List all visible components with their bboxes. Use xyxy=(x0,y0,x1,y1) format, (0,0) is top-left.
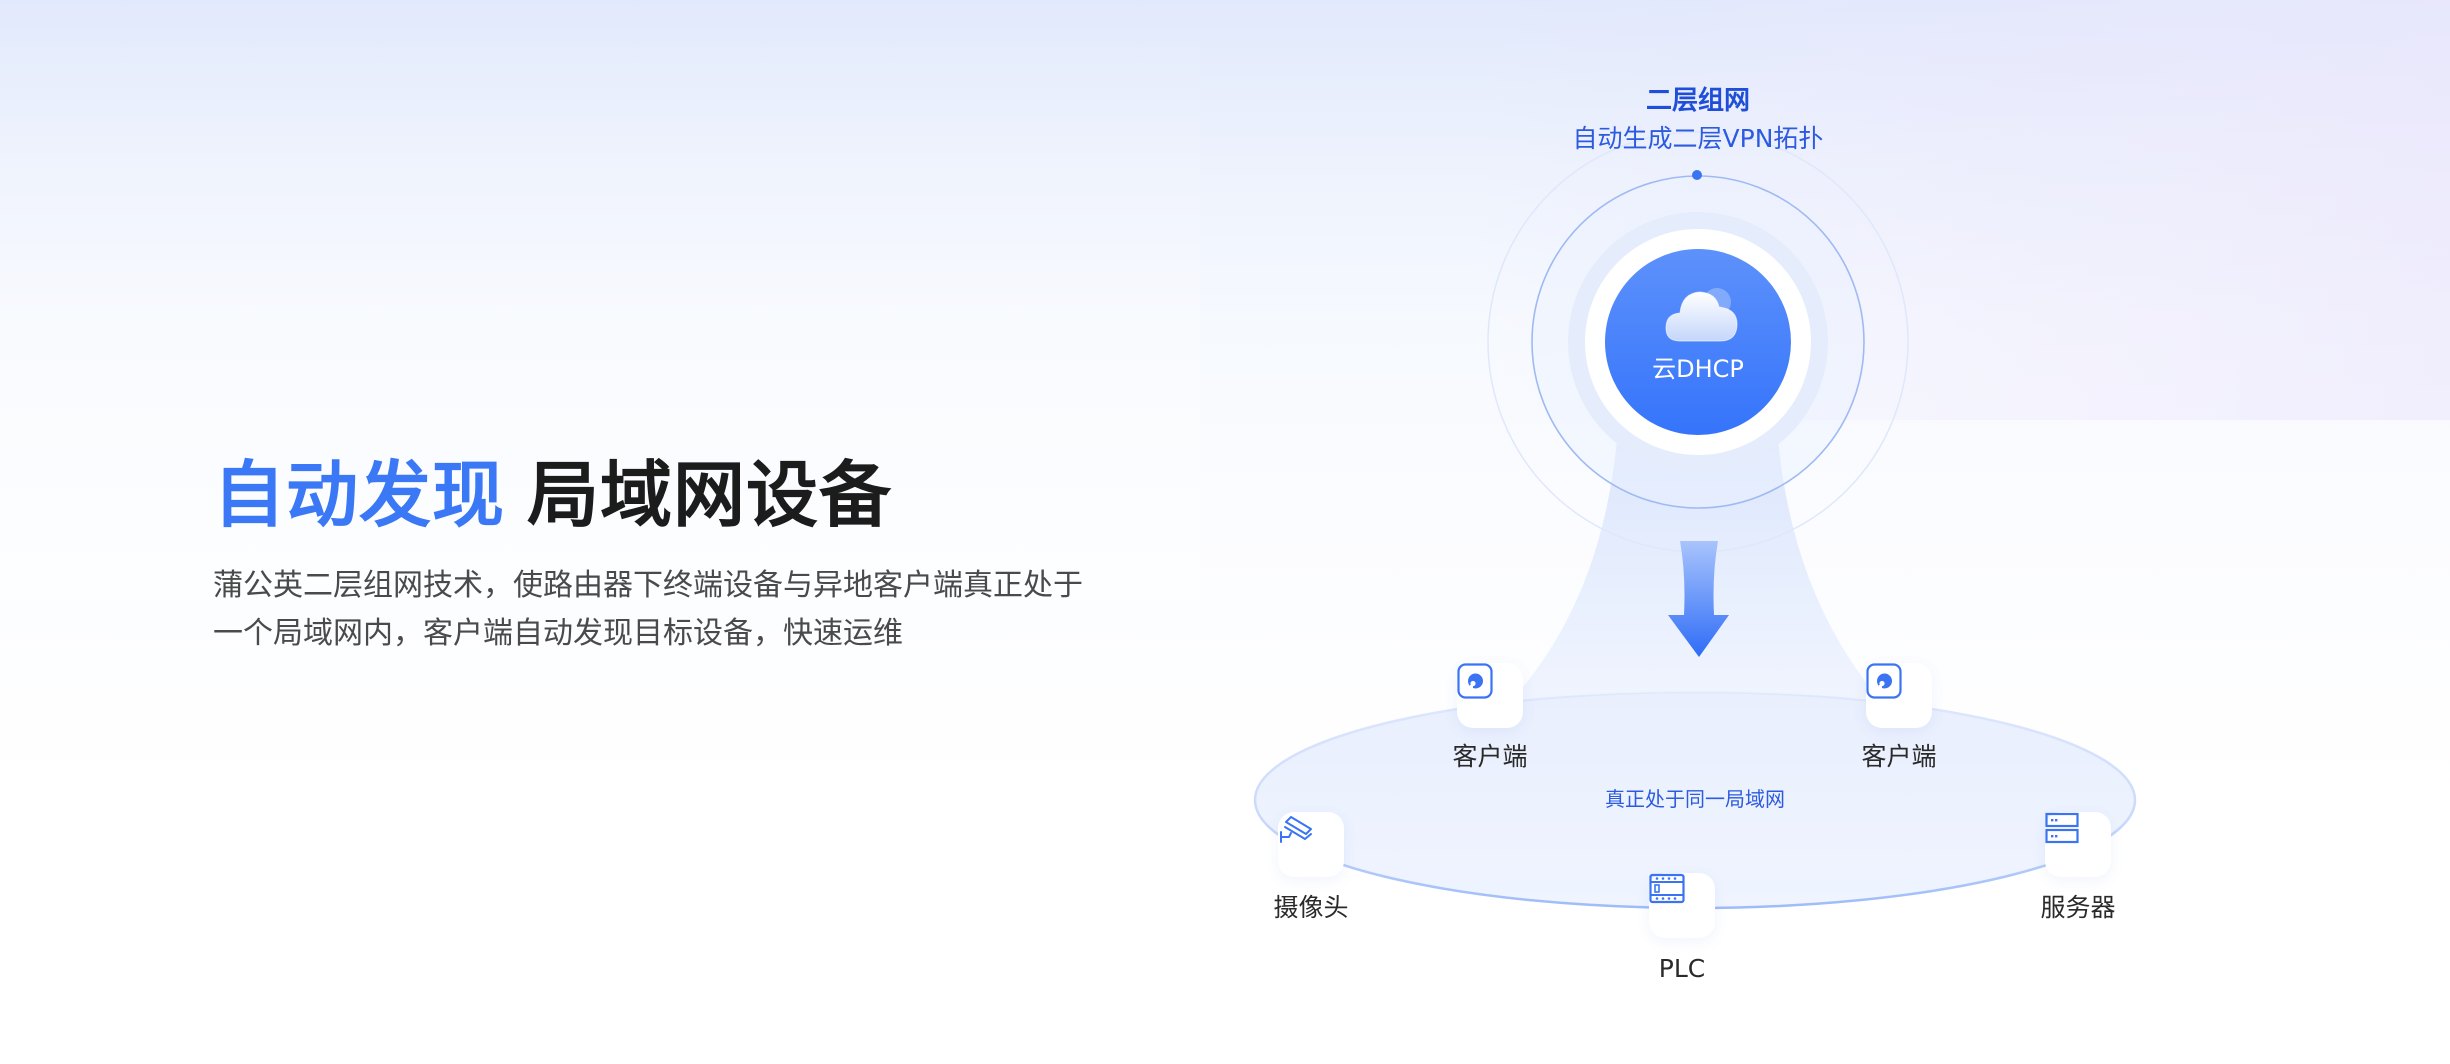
caption-subtitle: 自动生成二层VPN拓扑 xyxy=(1572,124,1824,153)
page-title: 自动发现局域网设备 xyxy=(213,448,1113,542)
node-label: 客户端 xyxy=(1861,742,1937,771)
node-box[interactable] xyxy=(1278,812,1344,877)
core-circle xyxy=(1605,249,1791,435)
hero-description: 蒲公英二层组网技术，使路由器下终端设备与异地客户端真正处于一个局域网内，客户端自… xyxy=(213,568,1083,651)
node-box[interactable] xyxy=(1649,873,1715,938)
hero-section: 自动发现局域网设备 蒲公英二层组网技术，使路由器下终端设备与异地客户端真正处于一… xyxy=(213,448,1113,658)
node-client-left[interactable]: 客户端 xyxy=(1452,663,1528,771)
plc-icon xyxy=(1649,873,1685,904)
node-camera[interactable]: 摄像头 xyxy=(1273,812,1349,922)
node-plc[interactable]: PLC xyxy=(1649,873,1715,983)
camera-icon xyxy=(1280,816,1312,843)
node-label: 客户端 xyxy=(1452,742,1528,771)
node-box[interactable] xyxy=(2045,812,2111,877)
node-box[interactable] xyxy=(1457,663,1523,728)
node-label: 服务器 xyxy=(2040,893,2116,922)
node-label: PLC xyxy=(1658,954,1706,983)
arrow-down-icon xyxy=(1668,541,1729,657)
node-client-right[interactable]: 客户端 xyxy=(1861,663,1937,771)
cloud-icon xyxy=(1665,288,1738,342)
client-app-icon xyxy=(1457,663,1493,699)
node-box[interactable] xyxy=(1866,663,1932,728)
core-label: 云DHCP xyxy=(1652,355,1744,383)
orbit-dot xyxy=(1692,170,1702,180)
title-accent: 自动发现 xyxy=(213,453,506,537)
client-app-icon xyxy=(1866,663,1902,699)
node-server[interactable]: 服务器 xyxy=(2040,812,2116,922)
server-icon xyxy=(2045,812,2079,844)
title-rest: 局域网设备 xyxy=(527,453,893,537)
caption-title: 二层组网 xyxy=(1645,86,1750,116)
lan-label: 真正处于同一局域网 xyxy=(1605,787,1785,811)
node-label: 摄像头 xyxy=(1273,893,1349,922)
